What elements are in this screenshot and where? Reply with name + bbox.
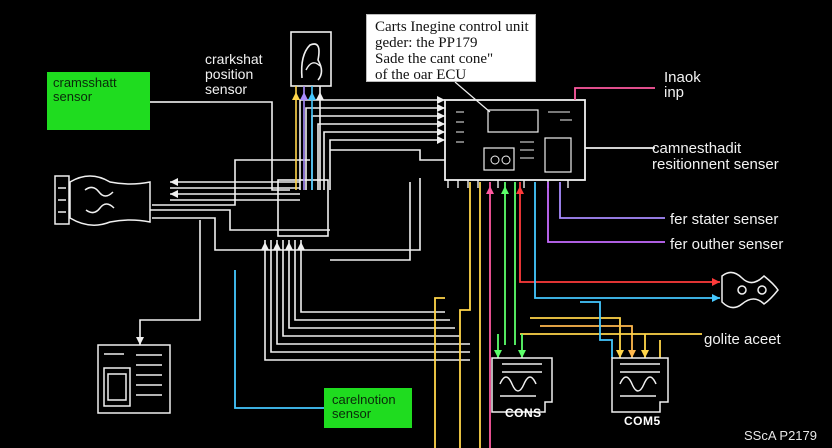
carelnotion-line-2: sensor [332, 406, 372, 421]
connector-right-label: COM5 [624, 414, 661, 428]
crankshaft-sensor-device [290, 31, 332, 190]
connector-left [491, 357, 553, 413]
inack-line-1: Inaok [664, 69, 701, 86]
golite-label: golite aceet [704, 331, 781, 348]
inack-line-2: inp [664, 84, 685, 101]
connector-right [611, 357, 669, 413]
right-sensor-device [721, 271, 779, 309]
crank-label-line-1: crarkshat [205, 51, 263, 67]
camshaft-sensor-line-1: cramsshatt [53, 75, 117, 90]
ecu-callout: Carts Inegine control unit geder: the PP… [366, 14, 536, 83]
left-connector-device [54, 175, 151, 226]
camshaft-sensor-line-2: sensor [53, 89, 93, 104]
crank-label-line-3: sensor [205, 81, 248, 97]
white-harness-wires [139, 99, 470, 361]
callout-line-2: geder: the PP179 [375, 35, 478, 51]
colored-signal-wires [234, 87, 720, 448]
connector-left-label: CONS [505, 406, 542, 420]
camshaft-sensor-box: cramsshatt sensor [47, 72, 150, 130]
wire-arrowheads [136, 92, 720, 358]
fer-outher-label: fer outher senser [670, 236, 784, 253]
cam-repos-line-1: camnesthadit [652, 140, 742, 157]
diagram-code-label: SScA P2179 [744, 428, 817, 443]
callout-pointer [454, 81, 491, 113]
bottom-left-module [97, 344, 171, 414]
fer-stater-label: fer stater senser [670, 211, 779, 228]
crankshaft-position-label: crarkshat position sensor [205, 52, 263, 97]
crank-label-line-2: position [205, 66, 254, 82]
callout-line-4: of the oar ECU [375, 67, 467, 83]
inack-label: Inaok inp [664, 70, 701, 100]
cam-repos-line-2: resitionnent senser [652, 156, 779, 173]
carelnotion-line-1: carelnotion [332, 392, 396, 407]
carelnotion-sensor-box: carelnotion sensor [324, 388, 412, 428]
camshaft-reposition-label: camnesthadit resitionnent senser [652, 141, 779, 173]
callout-line-1: Carts Inegine control unit [375, 19, 529, 35]
ecu-module [444, 99, 586, 188]
callout-line-3: Sade the cant cone" [375, 51, 494, 67]
